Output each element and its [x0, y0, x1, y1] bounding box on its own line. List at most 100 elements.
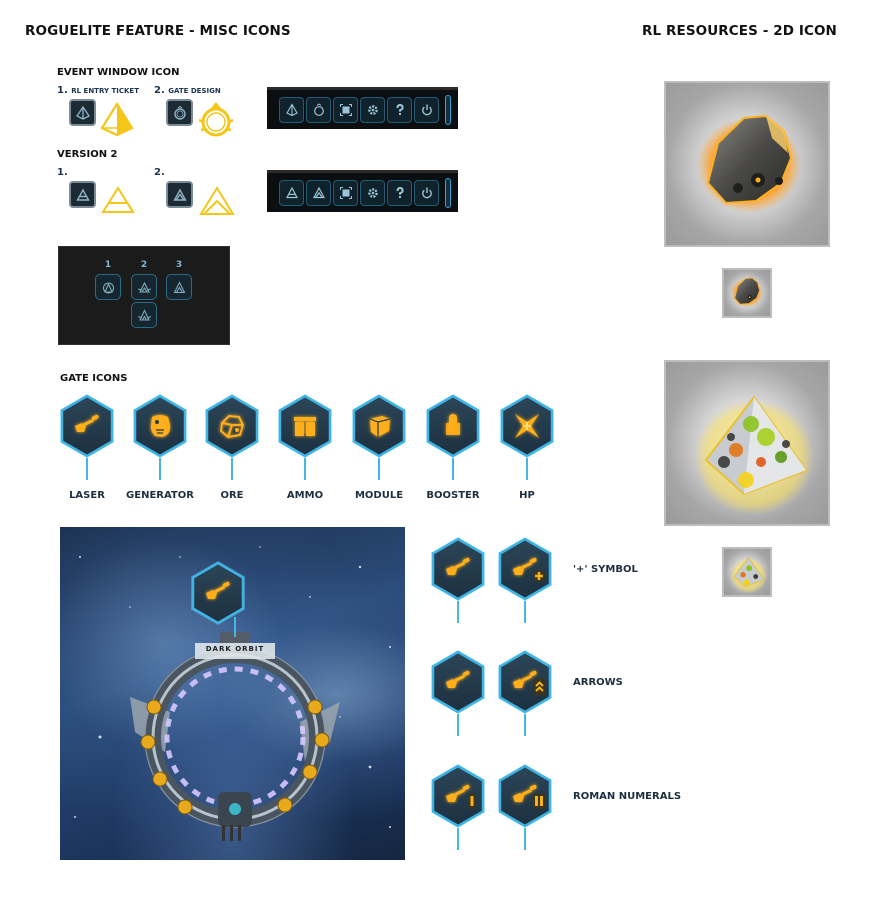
module-icon: [369, 416, 391, 437]
event-toolbar-v2: [267, 170, 458, 212]
gate-icon-booster[interactable]: [423, 392, 483, 482]
gate-icon-stem: [457, 828, 459, 850]
pyramid-icon[interactable]: [69, 99, 96, 126]
event-item-2-caption: 2. GATE DESIGN: [154, 85, 221, 96]
gate-icon-ore[interactable]: [202, 392, 262, 482]
laser-icon: [443, 667, 473, 697]
resource-pyramid-small: [722, 547, 772, 597]
variation-plus-label: '+' SYMBOL: [573, 564, 638, 575]
laser-icon: [72, 411, 102, 441]
version2-heading: VERSION 2: [57, 149, 118, 160]
laser-icon: [443, 554, 473, 584]
toolbar-drag-handle[interactable]: [445, 94, 451, 125]
toolbar-pyramid-button[interactable]: [279, 96, 304, 123]
roman-numeral-two-icon: [532, 793, 546, 809]
double-arrow-up-icon: [533, 678, 546, 696]
variant-2b-winged-triangle-icon[interactable]: [131, 302, 157, 328]
resource-ore-large: [664, 81, 830, 247]
gate-icon-stem: [524, 601, 526, 623]
variant-number-3: 3: [175, 260, 183, 270]
event-item-2-label: GATE DESIGN: [168, 87, 221, 95]
gate-icon-stem: [524, 828, 526, 850]
variant-1-ring-triangle-icon[interactable]: [95, 274, 121, 300]
variant-number-2: 2: [140, 260, 148, 270]
variation-arrows-label: ARROWS: [573, 677, 623, 688]
gate-ring-gold-icon: [195, 100, 237, 140]
double-triangle-gold-icon: [199, 186, 235, 216]
ammo-icon: [294, 417, 316, 436]
icon-variants-panel: 1 2 3: [58, 246, 230, 345]
resource-pyramid-large: [664, 360, 830, 526]
pyramid-gold-icon: [99, 101, 135, 138]
toolbar-fullscreen-button[interactable]: [333, 179, 358, 206]
gate-icon-stem: [524, 714, 526, 736]
page-title-left: ROGUELITE FEATURE - MISC ICONS: [25, 23, 291, 39]
variation-arrows-badged[interactable]: [495, 648, 555, 738]
variant-number-1: 1: [104, 260, 112, 270]
double-triangle-icon[interactable]: [166, 181, 193, 208]
version2-item-2-num: 2.: [154, 167, 165, 178]
variant-2-winged-triangle-icon[interactable]: [131, 274, 157, 300]
event-toolbar-v1: [267, 87, 458, 129]
gate-label-laser: LASER: [69, 490, 105, 501]
gate-label-ore: ORE: [220, 490, 244, 501]
triangle-line-icon[interactable]: [69, 181, 96, 208]
gate-icon-hp[interactable]: [497, 392, 557, 482]
toolbar-power-button[interactable]: [414, 179, 439, 206]
gate-icon-stem: [452, 458, 454, 480]
toolbar-fullscreen-button[interactable]: [333, 96, 358, 123]
gate-icon-stem: [457, 714, 459, 736]
variant-3-double-triangle-icon[interactable]: [166, 274, 192, 300]
preview-laser-hex[interactable]: [188, 559, 248, 649]
gate-icon-stem: [86, 458, 88, 480]
gate-label-hp: HP: [519, 490, 535, 501]
toolbar-double-triangle-button[interactable]: [306, 179, 331, 206]
toolbar-gate-button[interactable]: [306, 96, 331, 123]
plus-badge-icon: [533, 570, 545, 582]
gate-icon-stem: [526, 458, 528, 480]
toolbar-gear-button[interactable]: [360, 179, 385, 206]
roman-numeral-one-icon: [468, 793, 476, 809]
version2-item-1-num: 1.: [57, 167, 68, 178]
variation-roman-ii[interactable]: [495, 762, 555, 852]
page-title-right: RL RESOURCES - 2D ICON: [642, 23, 837, 39]
laser-icon: [203, 578, 233, 608]
generator-icon: [150, 415, 171, 437]
gate-icon-stem: [378, 458, 380, 480]
variation-plus-badged[interactable]: [495, 535, 555, 625]
toolbar-triangle-button[interactable]: [279, 179, 304, 206]
gate-label-module: MODULE: [354, 490, 404, 501]
toolbar-help-button[interactable]: [387, 179, 412, 206]
variation-plus-base[interactable]: [428, 535, 488, 625]
gate-label-generator: GENERATOR: [126, 490, 194, 501]
gate-icon-stem: [231, 458, 233, 480]
toolbar-power-button[interactable]: [414, 96, 439, 123]
gate-icon-laser[interactable]: [57, 392, 117, 482]
variation-roman-label: ROMAN NUMERALS: [573, 791, 682, 802]
toolbar-help-button[interactable]: [387, 96, 412, 123]
gate-icon-module[interactable]: [349, 392, 409, 482]
event-item-1-caption: 1. RL ENTRY TICKET: [57, 85, 139, 96]
variation-roman-i[interactable]: [428, 762, 488, 852]
booster-icon: [446, 414, 460, 435]
event-item-2-num: 2.: [154, 85, 165, 96]
gate-icon-generator[interactable]: [130, 392, 190, 482]
event-item-1-num: 1.: [57, 85, 68, 96]
gate-icon-ammo[interactable]: [275, 392, 335, 482]
event-window-heading: EVENT WINDOW ICON: [57, 67, 180, 78]
variation-arrows-base[interactable]: [428, 648, 488, 738]
gate-label-ammo: AMMO: [286, 490, 324, 501]
gate-icon-stem: [159, 458, 161, 480]
ore-icon: [219, 414, 245, 439]
toolbar-drag-handle[interactable]: [445, 177, 451, 208]
gate-icon-stem: [457, 601, 459, 623]
gate-logo-text: DARK ORBIT: [205, 645, 265, 653]
resource-ore-small: [722, 268, 772, 318]
gate-ring-icon[interactable]: [166, 99, 193, 126]
event-item-1-label: RL ENTRY TICKET: [71, 87, 139, 95]
gate-preview-image: DARK ORBIT: [60, 527, 405, 860]
gate-icon-stem: [304, 458, 306, 480]
toolbar-gear-button[interactable]: [360, 96, 385, 123]
triangle-line-gold-icon: [101, 186, 135, 214]
hp-icon: [515, 414, 539, 438]
